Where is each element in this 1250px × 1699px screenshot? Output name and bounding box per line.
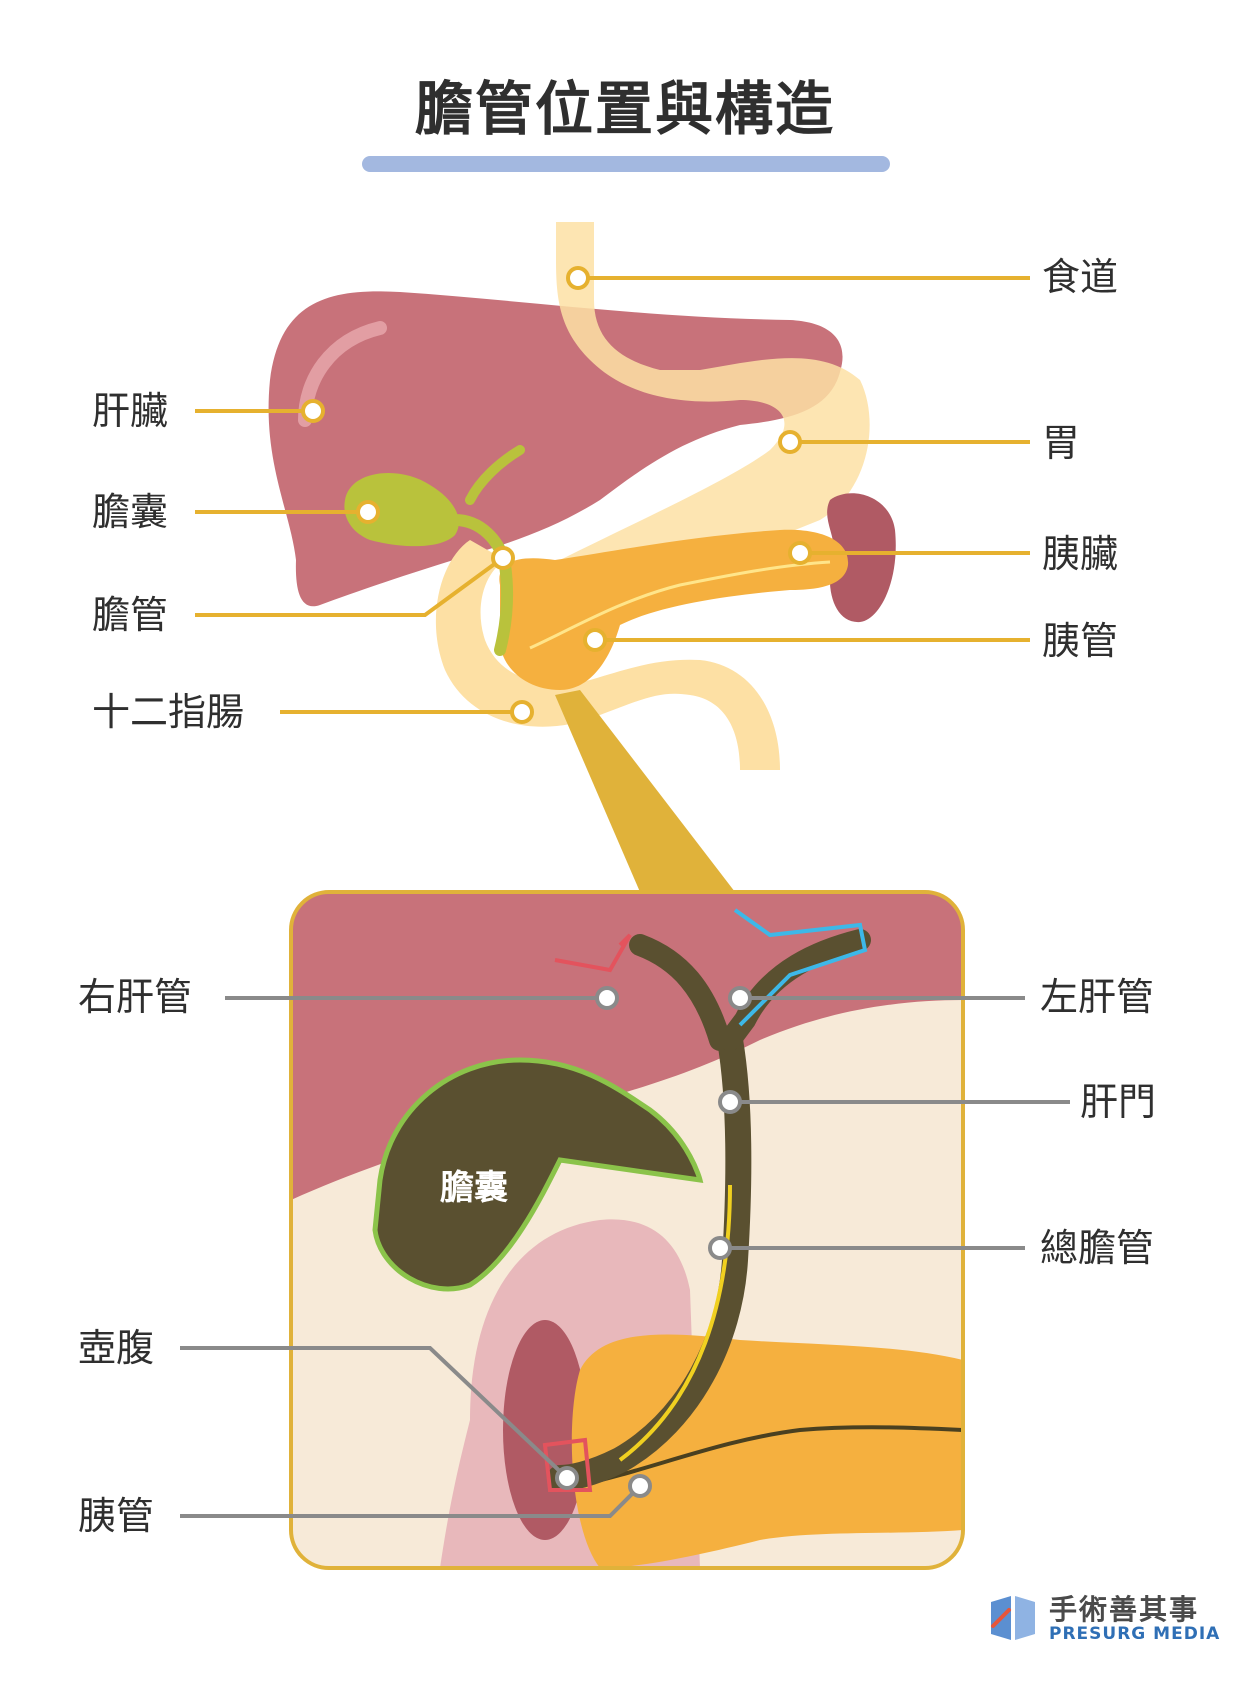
zoom-wedge <box>555 690 735 892</box>
dot-ampulla <box>555 1466 579 1490</box>
dot-esophagus <box>566 266 590 290</box>
hepatic-duct-top <box>465 445 525 505</box>
dot-gallbladder <box>356 500 380 524</box>
label-esophagus: 食道 <box>1042 255 1119 299</box>
label-hepatic-hilum: 肝門 <box>1080 1080 1157 1124</box>
label-pancreatic-duct-detail: 胰管 <box>78 1494 155 1538</box>
brand-logo: 手術善其事 PRESURG MEDIA <box>985 1588 1219 1648</box>
dot-right-hepatic-duct <box>595 986 619 1010</box>
leader-ampulla <box>180 1346 569 1480</box>
dot-common-bile-duct <box>708 1236 732 1260</box>
title-underline <box>362 156 890 172</box>
brand-subtitle: PRESURG MEDIA <box>1049 1624 1221 1644</box>
dot-bile-duct <box>491 546 515 570</box>
esophagus-shape <box>556 222 870 590</box>
label-stomach: 胃 <box>1042 421 1081 465</box>
dot-left-hepatic-duct <box>728 986 752 1010</box>
detail-pancreas <box>571 1334 963 1568</box>
detail-common-bile-duct-outline <box>618 1184 732 1462</box>
leader-pancreatic-duct-detail <box>180 1484 642 1518</box>
dot-pancreas <box>788 541 812 565</box>
dot-hepatic-hilum <box>718 1090 742 1114</box>
label-liver: 肝臟 <box>92 389 169 433</box>
dot-stomach <box>778 430 802 454</box>
label-duodenum: 十二指腸 <box>92 690 245 734</box>
label-pancreatic-duct: 胰管 <box>1042 619 1119 663</box>
page-title: 膽管位置與構造 <box>414 75 835 143</box>
label-detail-gallbladder: 膽囊 <box>440 1168 508 1208</box>
detail-common-bile-duct <box>547 1027 752 1491</box>
dot-pancreatic-duct-detail <box>628 1474 652 1498</box>
brand-book-icon <box>991 1596 1035 1640</box>
pancreatic-duct-top <box>529 560 831 650</box>
dot-pancreatic-duct <box>583 628 607 652</box>
spleen-shape <box>827 493 896 623</box>
dot-duodenum <box>510 700 534 724</box>
label-left-hepatic-duct: 左肝管 <box>1040 975 1155 1019</box>
detail-pancreatic-duct <box>579 1425 963 1487</box>
label-gallbladder: 膽囊 <box>92 490 169 534</box>
detail-left-hepatic-duct <box>719 929 871 1051</box>
label-right-hepatic-duct: 右肝管 <box>78 975 193 1019</box>
label-common-bile-duct: 總膽管 <box>1040 1226 1155 1270</box>
label-ampulla: 壺腹 <box>78 1326 155 1370</box>
detail-left-hepatic-duct-outline <box>733 908 868 1027</box>
brand-name: 手術善其事 <box>1049 1593 1200 1626</box>
detail-right-hepatic-duct <box>629 934 731 1051</box>
detail-frame <box>289 890 965 1570</box>
label-bile-duct: 膽管 <box>92 593 169 637</box>
gallbladder-shape <box>344 473 459 547</box>
leader-bile-duct <box>195 558 502 617</box>
dot-liver <box>301 399 325 423</box>
detail-gallbladder <box>372 1057 704 1292</box>
detail-right-hepatic-duct-outline <box>554 933 632 973</box>
label-pancreas: 胰臟 <box>1042 532 1119 576</box>
detail-ampulla-outline <box>542 1437 593 1492</box>
